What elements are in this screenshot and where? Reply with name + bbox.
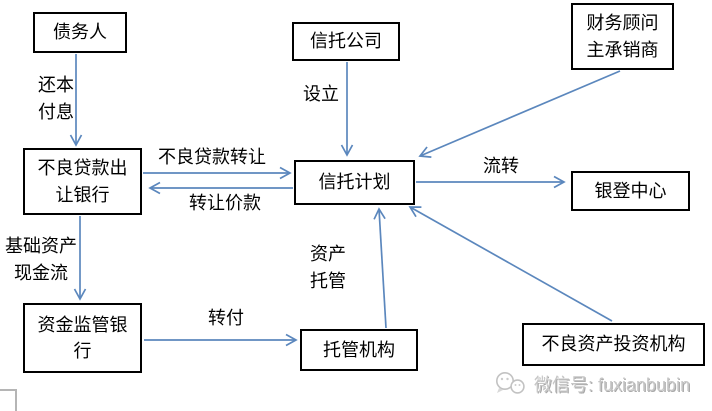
node-debtor-label: 债务人 — [53, 22, 107, 43]
node-custodian: 托管机构 — [300, 329, 418, 371]
arrow-custody — [373, 207, 387, 329]
node-fund-supervision-bank-line1: 资金监管银 — [37, 314, 128, 335]
label-repay-line1: 还本 — [38, 75, 74, 95]
label-cashflow-line2: 现金流 — [14, 263, 68, 283]
node-fund-supervision-bank-line2: 行 — [73, 341, 92, 361]
node-trust-company-label: 信托公司 — [310, 31, 382, 52]
arrow-advisor — [418, 70, 621, 158]
node-fund-supervision-bank: 资金监管银 行 — [23, 303, 142, 373]
node-trust-plan-label: 信托计划 — [318, 172, 391, 193]
node-financial-advisor-line2: 主承销商 — [586, 39, 659, 60]
label-custody: 资产 托管 — [306, 241, 350, 295]
node-trust-company: 信托公司 — [292, 22, 400, 61]
node-npl-investor-label: 不良资产投资机构 — [541, 334, 686, 355]
label-custody-line2: 托管 — [310, 271, 346, 291]
watermark: 微信号: fuxianbubin — [494, 370, 690, 398]
wechat-icon — [494, 370, 528, 398]
node-npl-transfer-bank: 不良贷款出 让银行 — [23, 148, 142, 215]
label-npl-transfer: 不良贷款转让 — [158, 147, 266, 167]
node-trust-plan: 信托计划 — [294, 160, 415, 205]
label-transfer-price: 转让价款 — [189, 193, 261, 213]
watermark-text: 微信号: fuxianbubin — [534, 375, 691, 395]
label-cashflow: 基础资产 现金流 — [2, 233, 80, 287]
label-establish: 设立 — [303, 84, 339, 104]
node-financial-advisor: 财务顾问 主承销商 — [571, 3, 674, 70]
node-bank-registry-center: 银登中心 — [571, 171, 690, 211]
node-npl-transfer-bank-line2: 让银行 — [55, 184, 110, 205]
label-forward-payment: 转付 — [208, 308, 244, 328]
label-repay-line2: 付息 — [38, 102, 74, 122]
node-bank-registry-center-label: 银登中心 — [594, 180, 667, 201]
node-custodian-label: 托管机构 — [323, 339, 395, 360]
node-npl-investor: 不良资产投资机构 — [522, 323, 705, 366]
label-cashflow-line1: 基础资产 — [5, 236, 77, 256]
label-custody-line1: 资产 — [310, 244, 346, 264]
label-repay: 还本 付息 — [38, 72, 74, 126]
node-npl-transfer-bank-line1: 不良贷款出 — [37, 158, 128, 179]
border-fragment — [0, 389, 17, 411]
node-financial-advisor-line1: 财务顾问 — [586, 13, 659, 34]
node-debtor: 债务人 — [33, 12, 127, 53]
arrow-investor — [408, 206, 613, 322]
label-circulation: 流转 — [483, 156, 519, 176]
